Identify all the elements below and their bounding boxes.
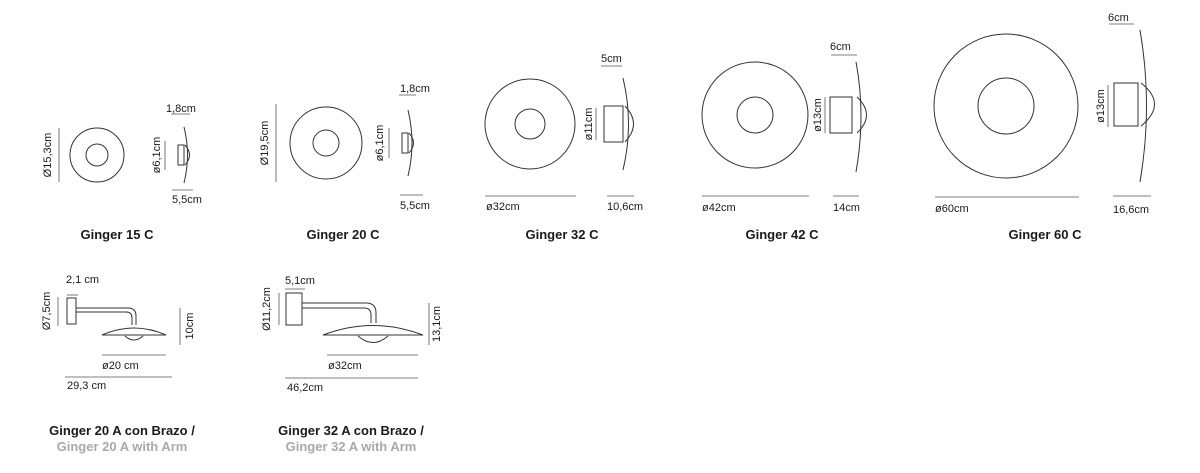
front-shade	[69, 127, 125, 183]
product-title: Ginger 20 A con Brazo /	[49, 423, 195, 438]
product-title: Ginger 32 C	[526, 227, 600, 242]
front-width-label: ø60cm	[935, 203, 969, 215]
side-view: 1,8cm ø6,1cm 5,5cm	[151, 103, 202, 206]
product-subtitle: Ginger 32 A with Arm	[286, 439, 417, 454]
side-depth-label: 5cm	[601, 53, 622, 65]
side-diameter-label: ø6,1cm	[151, 137, 163, 174]
product-ginger-42c: ø42cm 6cm ø13cm 14cm Ginger 42 C	[701, 41, 867, 242]
product-ginger-20c: Ø19,5cm 1,8cm ø6,1cm 5,5cm Ginger 20 C	[259, 83, 430, 242]
front-diffuser	[312, 129, 340, 157]
side-diameter-label: ø13cm	[1095, 89, 1107, 123]
arm-inner	[76, 311, 133, 325]
base-height-label: Ø7,5cm	[41, 292, 53, 331]
product-title: Ginger 60 C	[1009, 227, 1083, 242]
product-ginger-60c: ø60cm 6cm ø13cm 16,6cm Ginger 60 C	[933, 12, 1155, 242]
total-length-label: 46,2cm	[287, 382, 323, 394]
product-title: Ginger 42 C	[746, 227, 820, 242]
side-view: 5cm ø11cm 10,6cm	[583, 53, 643, 213]
side-depth-label: 6cm	[830, 41, 851, 53]
total-height-label: 13,1cm	[431, 306, 443, 342]
side-depth-label: 1,8cm	[166, 103, 196, 115]
diffuser	[357, 335, 389, 343]
front-height-label: Ø15,3cm	[42, 133, 54, 178]
side-depth-label: 1,8cm	[400, 83, 430, 95]
arm	[302, 302, 377, 323]
front-width-label: ø42cm	[702, 202, 736, 214]
front-width-label: ø32cm	[486, 201, 520, 213]
side-diameter-label: ø11cm	[583, 108, 595, 141]
side-diameter-label: ø6,1cm	[374, 125, 386, 162]
side-width-label: 16,6cm	[1113, 204, 1149, 216]
side-view: 1,8cm ø6,1cm 5,5cm	[374, 83, 430, 212]
total-length-label: 29,3 cm	[67, 380, 106, 392]
side-view: 6cm ø13cm 14cm	[812, 41, 867, 214]
front-shade	[289, 106, 363, 180]
front-diffuser	[85, 143, 109, 167]
product-ginger-32a: 5,1cm Ø11,2cm 13,1cm ø32cm 46,2cm Ginger…	[261, 275, 443, 454]
side-width-label: 5,5cm	[172, 194, 202, 206]
front-diffuser	[514, 108, 546, 140]
product-title: Ginger 15 C	[81, 227, 155, 242]
product-title: Ginger 32 A con Brazo /	[278, 423, 424, 438]
product-ginger-20a: 2,1 cm Ø7,5cm 10cm ø20 cm 29,3 cm Ginger…	[41, 274, 196, 454]
wall-base	[66, 297, 77, 325]
wall-base	[285, 292, 303, 326]
shade-diameter-label: ø32cm	[328, 360, 362, 372]
front-shade	[701, 61, 809, 169]
product-subtitle: Ginger 20 A with Arm	[57, 439, 188, 454]
front-diffuser	[977, 77, 1035, 135]
shade-diameter-label: ø20 cm	[102, 360, 139, 372]
side-width-label: 14cm	[833, 202, 860, 214]
side-depth-label: 6cm	[1108, 12, 1129, 24]
total-height-label: 10cm	[184, 313, 196, 340]
arm	[76, 307, 137, 325]
side-width-label: 10,6cm	[607, 201, 643, 213]
side-diameter-label: ø13cm	[812, 98, 824, 132]
front-diffuser	[736, 96, 774, 134]
base-depth-label: 5,1cm	[285, 275, 315, 287]
side-view: 6cm ø13cm 16,6cm	[1095, 12, 1155, 216]
front-shade	[484, 78, 576, 170]
diffuser	[124, 335, 144, 341]
product-ginger-32c: ø32cm 5cm ø11cm 10,6cm Ginger 32 C	[484, 53, 643, 242]
product-ginger-15c: Ø15,3cm 1,8cm ø6,1cm 5,5cm Ginger 15 C	[42, 103, 202, 242]
base-height-label: Ø11,2cm	[261, 287, 273, 331]
front-height-label: Ø19,5cm	[259, 121, 271, 166]
side-width-label: 5,5cm	[400, 200, 430, 212]
product-title: Ginger 20 C	[307, 227, 381, 242]
base-depth-label: 2,1 cm	[66, 274, 99, 286]
shade	[101, 327, 167, 336]
arm-inner	[302, 307, 372, 323]
front-shade	[933, 33, 1079, 179]
shade	[322, 325, 424, 336]
